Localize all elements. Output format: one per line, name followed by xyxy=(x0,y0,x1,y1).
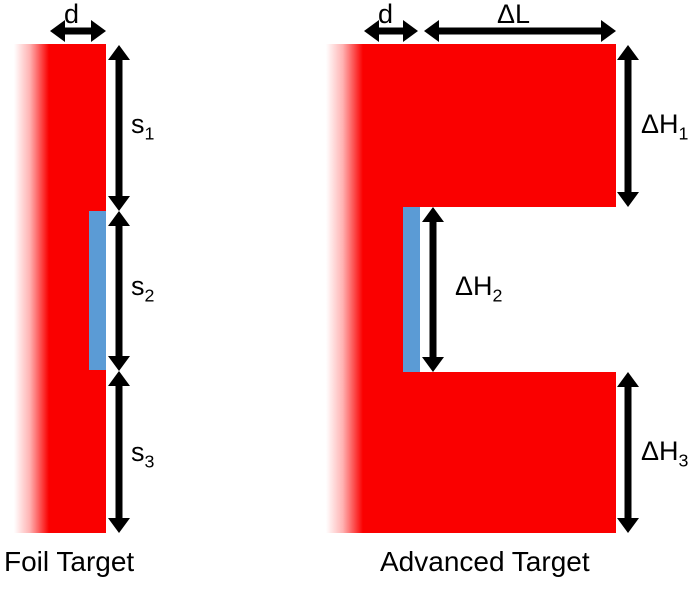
advanced-coating-strip xyxy=(403,207,420,372)
foil-bulk-slab xyxy=(49,44,89,533)
arrow-head-right xyxy=(91,20,106,42)
arrow-head-left xyxy=(424,20,439,42)
arrow-head-up xyxy=(617,372,639,387)
dimension-label-foil-s3: s3 xyxy=(131,439,154,471)
label-text: d xyxy=(378,0,394,29)
label-base: s xyxy=(131,437,145,467)
arrow-shaft xyxy=(61,27,95,35)
foil-bulk-slab-lower-extension xyxy=(89,370,106,533)
dimension-label-advanced-dH3: ΔH3 xyxy=(641,438,688,470)
label-subscript: 2 xyxy=(492,285,503,306)
label-base: s xyxy=(131,271,145,301)
foil-coating-strip xyxy=(89,211,106,370)
arrow-shaft xyxy=(624,56,632,196)
label-subscript: 3 xyxy=(144,451,155,472)
dimension-label-foil-s2: s2 xyxy=(131,273,154,305)
arrow-head-left xyxy=(50,20,65,42)
arrow-head-up xyxy=(422,207,444,222)
arrow-shaft xyxy=(624,383,632,522)
arrow-shaft xyxy=(435,27,605,35)
arrow-head-right xyxy=(403,20,418,42)
arrow-head-up xyxy=(108,371,130,386)
arrow-head-up xyxy=(108,211,130,226)
arrow-head-down xyxy=(422,357,444,372)
label-base: ΔH xyxy=(641,109,679,139)
label-base: ΔH xyxy=(641,436,679,466)
dimension-label-advanced-dH2: ΔH2 xyxy=(455,273,502,305)
arrow-shaft xyxy=(115,222,123,360)
label-base: s xyxy=(131,109,145,139)
dimension-label-advanced-dH1: ΔH1 xyxy=(641,111,688,143)
arrow-head-down xyxy=(108,356,130,371)
arrow-head-up xyxy=(108,45,130,60)
label-subscript: 1 xyxy=(678,123,689,144)
advanced-target-caption: Advanced Target xyxy=(380,548,590,576)
arrow-head-down xyxy=(617,192,639,207)
arrow-shaft xyxy=(375,27,407,35)
label-text: d xyxy=(64,0,80,29)
label-subscript: 2 xyxy=(144,285,155,306)
arrow-head-up xyxy=(617,45,639,60)
caption-text: Advanced Target xyxy=(380,546,590,577)
foil-target-caption: Foil Target xyxy=(4,548,134,576)
advanced-lower-arm xyxy=(403,372,616,533)
label-base: ΔH xyxy=(455,271,493,301)
label-subscript: 3 xyxy=(678,450,689,471)
arrow-head-down xyxy=(108,518,130,533)
advanced-backing-spine xyxy=(363,44,403,533)
foil-bulk-slab-upper-extension xyxy=(89,44,106,211)
arrow-shaft xyxy=(429,218,437,361)
dimension-label-foil-d: d xyxy=(64,1,79,28)
arrow-shaft xyxy=(115,56,123,200)
arrow-head-left xyxy=(364,20,379,42)
label-text: ΔL xyxy=(497,0,531,29)
arrow-head-down xyxy=(617,518,639,533)
caption-text: Foil Target xyxy=(4,546,135,577)
advanced-upper-arm xyxy=(403,44,616,207)
arrow-shaft xyxy=(115,382,123,522)
dimension-label-advanced-d: d xyxy=(378,1,393,28)
foil-preplasma-gradient xyxy=(14,44,49,533)
dimension-label-foil-s1: s1 xyxy=(131,111,154,143)
dimension-label-advanced-dL: ΔL xyxy=(497,1,530,28)
arrow-head-down xyxy=(108,196,130,211)
arrow-head-right xyxy=(601,20,616,42)
label-subscript: 1 xyxy=(144,123,155,144)
advanced-preplasma-gradient xyxy=(326,44,363,533)
